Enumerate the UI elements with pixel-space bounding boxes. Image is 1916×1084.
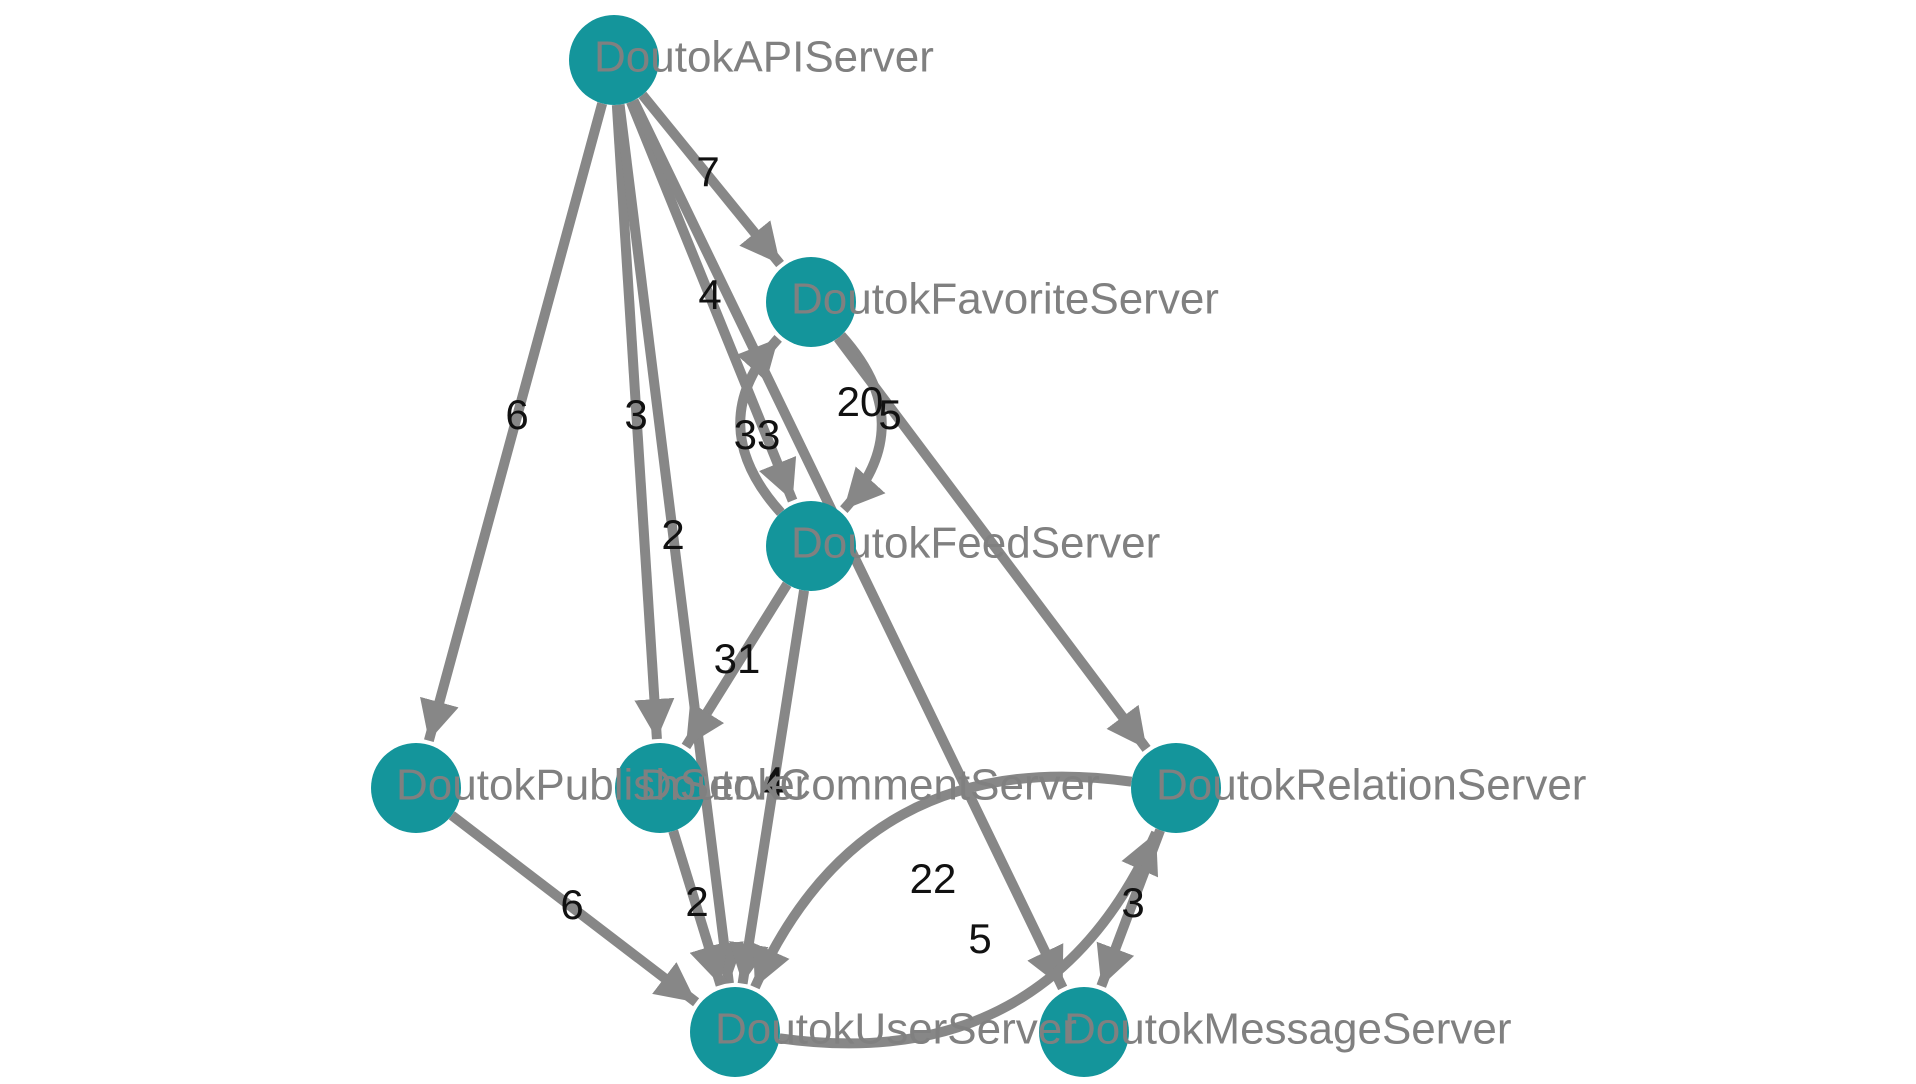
- edge-label-api-to-favorite: 7: [696, 148, 719, 195]
- node-label-message: DoutokMessageServer: [1064, 1005, 1512, 1054]
- edge-relation-to-message: [1096, 828, 1165, 988]
- edge-api-to-user: [614, 104, 744, 984]
- edge-publish-to-user: [448, 811, 700, 1007]
- node-label-user: DoutokUserServer: [715, 1005, 1077, 1054]
- node-label-relation: DoutokRelationServer: [1156, 761, 1586, 810]
- edge-label-favorite-to-feed: 20: [837, 378, 884, 425]
- edge-favorite-to-relation: [834, 334, 1151, 752]
- edge-feed-to-comment: [681, 581, 792, 750]
- node-api[interactable]: [569, 15, 659, 105]
- node-favorite[interactable]: [766, 257, 856, 347]
- edge-relation-to-user: [750, 771, 1133, 990]
- nodes-layer: [371, 15, 1221, 1077]
- edge-api-to-comment: [611, 104, 675, 740]
- edge-label-relation-to-message: 3: [1121, 879, 1144, 926]
- node-labels-layer: DoutokAPIServerDoutokFavoriteServerDouto…: [396, 33, 1586, 1054]
- edge-label-feed-to-comment: 31: [714, 635, 761, 682]
- edge-api-to-publish: [420, 102, 608, 743]
- edge-label-api-to-message: 4: [761, 761, 784, 808]
- node-label-favorite: DoutokFavoriteServer: [791, 275, 1219, 324]
- edge-label-favorite-to-relation: 5: [878, 391, 901, 438]
- node-label-api: DoutokAPIServer: [594, 33, 934, 82]
- node-message[interactable]: [1039, 987, 1129, 1077]
- edge-feed-to-favorite: [735, 335, 785, 516]
- node-label-publish: DoutokPublishServer: [396, 761, 809, 810]
- node-publish[interactable]: [371, 743, 461, 833]
- edge-user-to-relation: [778, 830, 1161, 1049]
- edge-comment-to-user: [668, 829, 728, 987]
- node-user[interactable]: [690, 987, 780, 1077]
- node-label-comment: DoutokCommentServer: [640, 761, 1100, 810]
- edge-feed-to-user: [728, 589, 809, 985]
- edge-label-relation-to-user: 5: [968, 915, 991, 962]
- edge-label-api-to-feed: 4: [698, 271, 721, 318]
- edge-label-publish-to-user: 6: [560, 881, 583, 928]
- edge-label-api-to-user: 2: [661, 511, 684, 558]
- edge-label-feed-to-user: 4: [761, 758, 784, 805]
- node-feed[interactable]: [766, 501, 856, 591]
- edge-api-to-feed: [626, 99, 798, 503]
- edge-label-api-to-publish: 6: [505, 391, 528, 438]
- edge-label-feed-to-favorite: 33: [734, 411, 781, 458]
- edge-label-comment-to-user: 2: [685, 878, 708, 925]
- node-label-feed: DoutokFeedServer: [791, 519, 1160, 568]
- node-relation[interactable]: [1131, 743, 1221, 833]
- edge-api-to-favorite: [638, 91, 784, 268]
- edge-label-api-to-comment: 3: [624, 391, 647, 438]
- edge-label-user-to-relation: 22: [910, 855, 957, 902]
- node-comment[interactable]: [615, 743, 705, 833]
